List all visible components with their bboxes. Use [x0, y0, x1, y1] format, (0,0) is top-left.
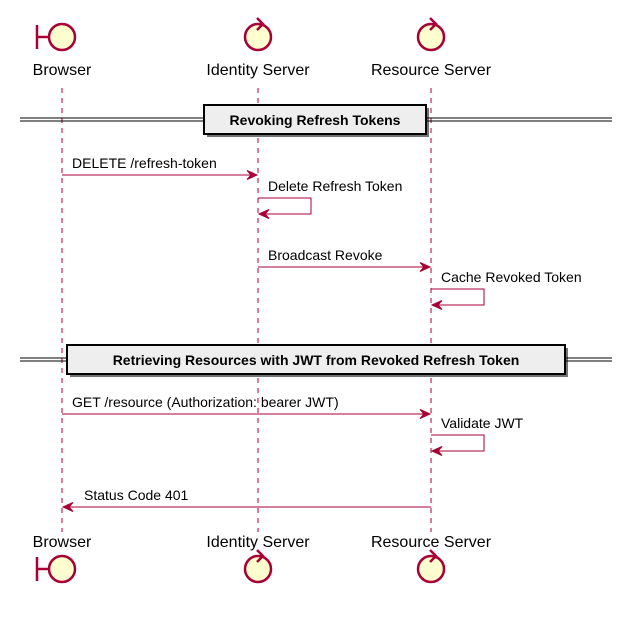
message-arrow: Broadcast Revoke — [258, 247, 432, 272]
browser-bottom-boundary-icon — [35, 554, 77, 584]
message-arrow: Status Code 401 — [61, 487, 431, 512]
message-arrow: Validate JWT — [430, 415, 524, 456]
participant-label-top-browser: Browser — [33, 62, 92, 79]
message-label: DELETE /refresh-token — [72, 155, 217, 171]
message-label: GET /resource (Authorization: bearer JWT… — [72, 394, 339, 410]
participant-label-bottom-browser: Browser — [33, 534, 92, 551]
message-label: Status Code 401 — [84, 487, 189, 503]
message-arrow: DELETE /refresh-token — [62, 155, 259, 180]
resource-bottom-control-icon — [416, 549, 446, 584]
participant-label-bottom-identity: Identity Server — [206, 534, 310, 551]
message-label: Cache Revoked Token — [441, 269, 582, 285]
message-arrow: Delete Refresh Token — [257, 178, 402, 219]
section-divider: Revoking Refresh Tokens — [20, 104, 612, 137]
participant-label-bottom-resource: Resource Server — [371, 534, 492, 551]
section-divider-label: Revoking Refresh Tokens — [230, 112, 401, 128]
message-arrow: GET /resource (Authorization: bearer JWT… — [62, 394, 432, 419]
browser-top-boundary-icon — [35, 22, 77, 52]
identity-top-control-icon — [243, 17, 273, 52]
message-label: Validate JWT — [441, 415, 524, 431]
identity-bottom-control-icon — [243, 549, 273, 584]
message-label: Broadcast Revoke — [268, 247, 383, 263]
participant-label-top-resource: Resource Server — [371, 62, 492, 79]
message-arrow: Cache Revoked Token — [430, 269, 582, 310]
section-divider-label: Retrieving Resources with JWT from Revok… — [113, 352, 520, 368]
resource-top-control-icon — [416, 17, 446, 52]
lifelines — [61, 88, 432, 532]
section-divider: Retrieving Resources with JWT from Revok… — [20, 344, 612, 377]
message-label: Delete Refresh Token — [268, 178, 402, 194]
participant-label-top-identity: Identity Server — [206, 62, 310, 79]
